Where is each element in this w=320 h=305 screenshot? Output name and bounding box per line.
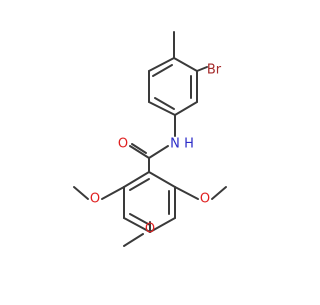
ring-b-inner-1 (129, 178, 150, 191)
ring-b-bond-1 (148, 171, 176, 188)
ring-a-bond-6 (148, 57, 175, 72)
hydrogen-label: H (184, 137, 194, 152)
methoxy-oxygen-left-label: O (90, 192, 100, 207)
carbonyl-oxygen-label: O (118, 137, 128, 152)
carbonyl-bond-1 (129, 145, 150, 159)
ring-b-bond-4 (123, 217, 151, 233)
bromine-bond (196, 66, 208, 72)
ring-b-inner-3 (129, 213, 151, 226)
methoxy-oxygen-bottom-label: O (145, 222, 155, 237)
methoxy-oxygen-right-label: O (200, 192, 210, 207)
methoxy-left-ch3-bond (73, 186, 89, 200)
ring-b-bond-6 (123, 171, 150, 188)
structure-drawing: Br N H O O O O (73, 31, 227, 247)
ring-a-bond-1 (173, 57, 198, 72)
methoxy-bottom-ch3-bond (123, 233, 144, 247)
methoxy-left-o-bond (101, 186, 125, 200)
nitrogen-label: N (170, 137, 180, 152)
carbonyl-bond-2 (131, 143, 147, 154)
ring-a-bond-3 (174, 101, 198, 116)
methoxy-right-ch3-bond (211, 186, 227, 200)
ring-a-inner-1 (152, 64, 173, 77)
ring-a-inner-2 (154, 97, 175, 110)
methoxy-right-o-bond (174, 186, 199, 200)
bromine-label: Br (207, 63, 222, 78)
bond-lines (73, 31, 227, 247)
n-carbonyl-bond (148, 145, 169, 159)
molecule-diagram: Br N H O O O O (73, 31, 227, 247)
ring-b-bond-3 (149, 217, 176, 233)
ring-a-bond-4 (148, 101, 176, 116)
